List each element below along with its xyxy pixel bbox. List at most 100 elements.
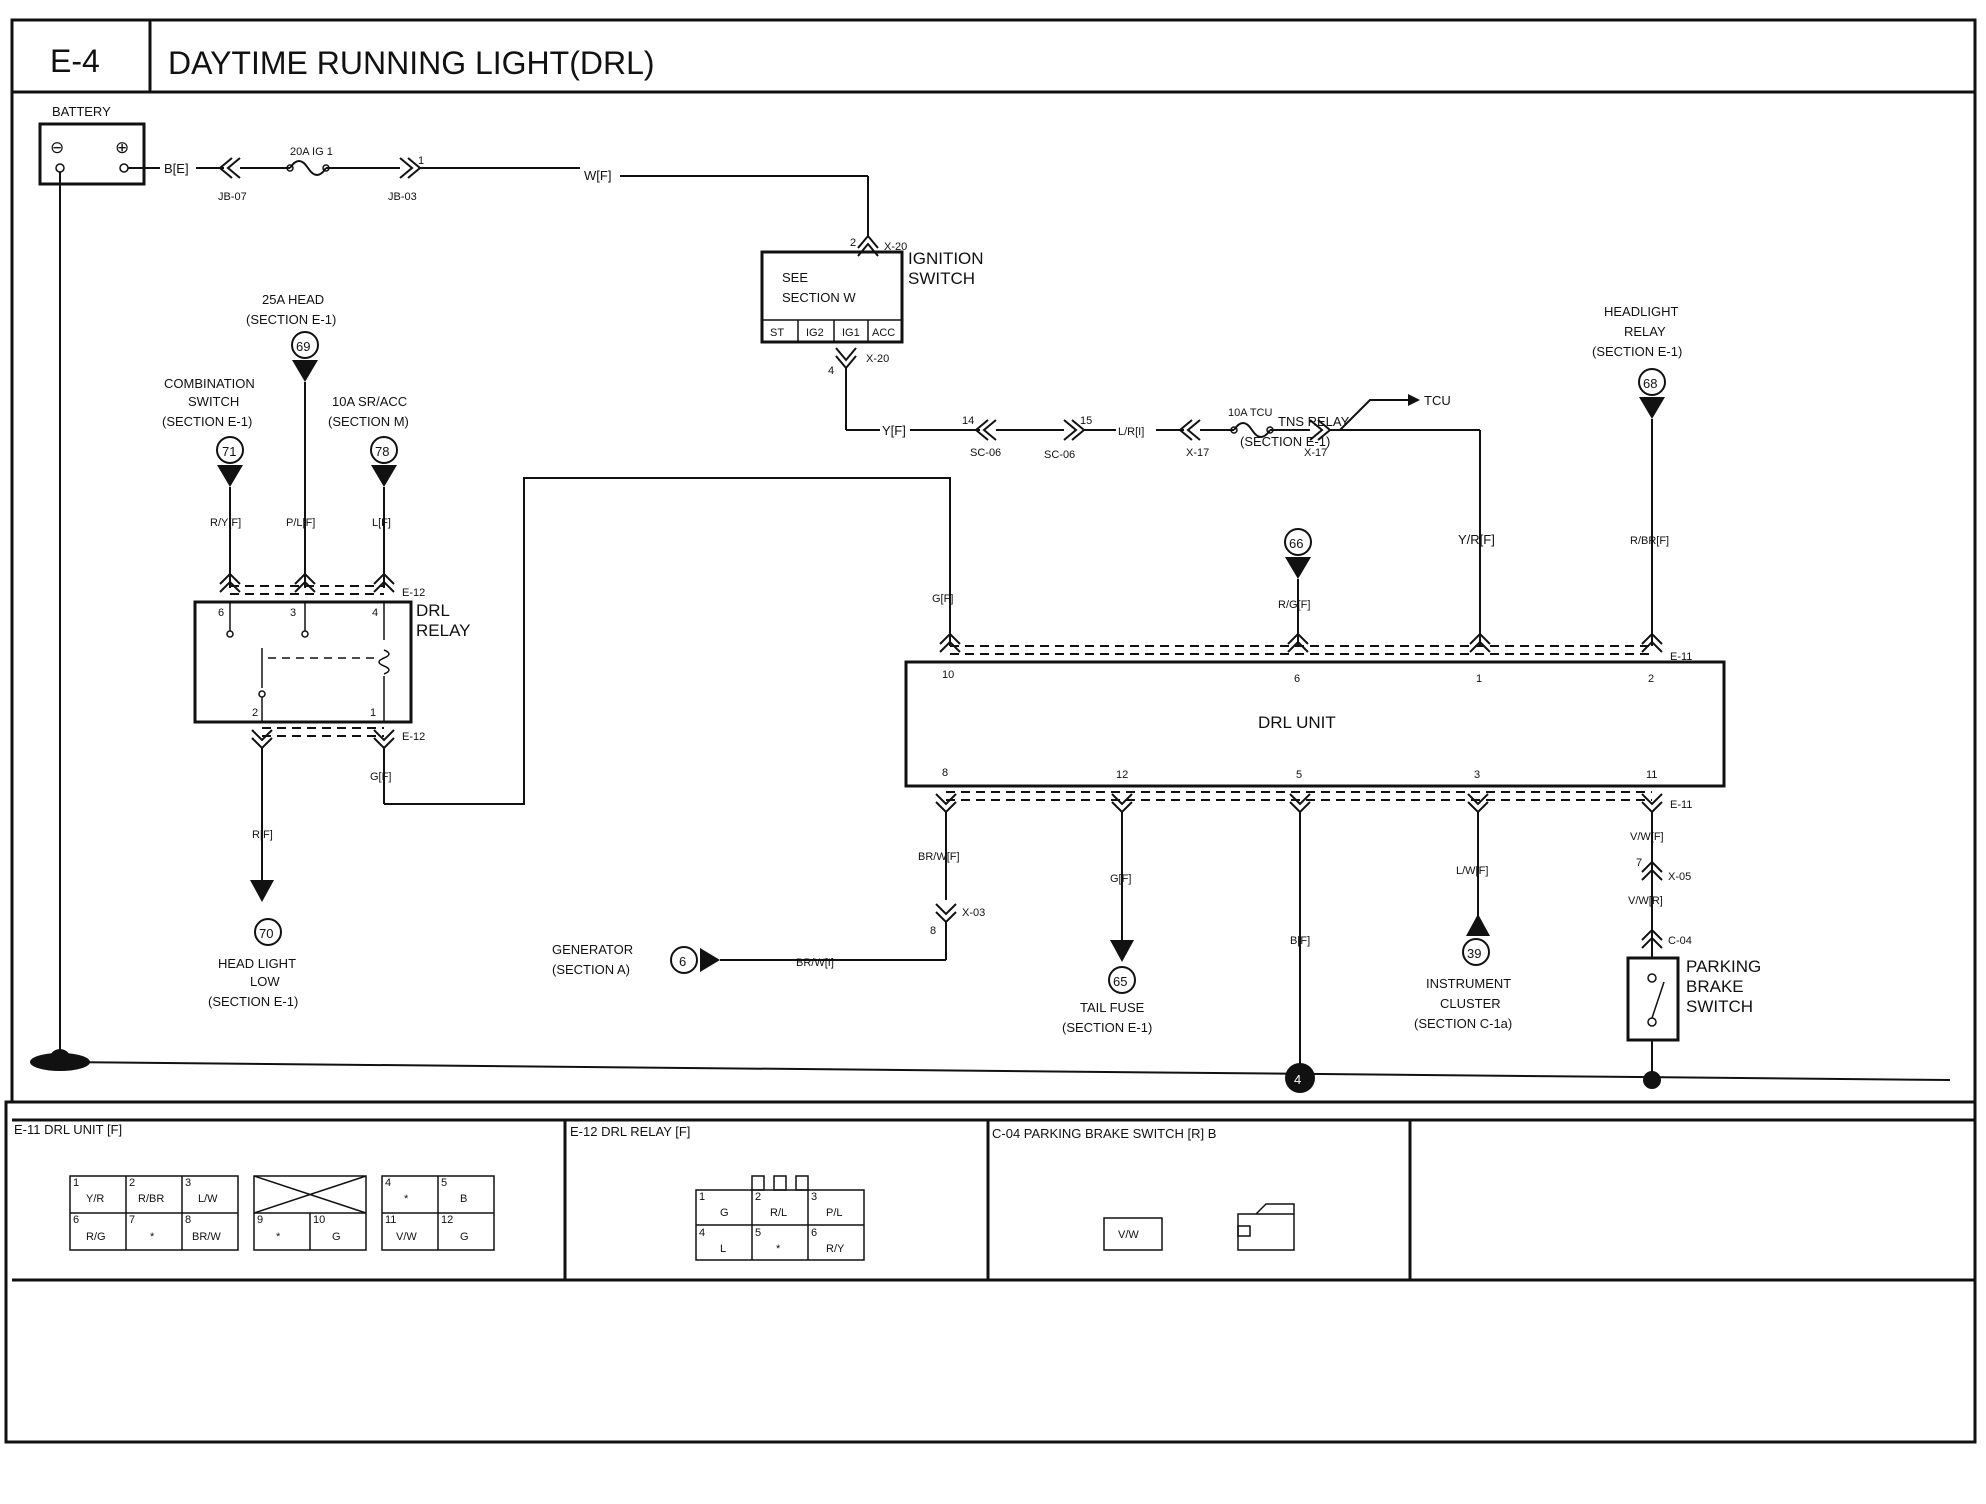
ref-66-line2: (SECTION E-1) — [1240, 434, 1330, 449]
svg-text:R/Y: R/Y — [826, 1243, 845, 1255]
ref-badge-6 — [670, 946, 698, 974]
c04-title: C-04 PARKING BRAKE SWITCH [R] B — [992, 1126, 1216, 1141]
e11-bottom-label: E-11 — [1670, 799, 1692, 811]
relay-pin-3: 3 — [290, 607, 296, 619]
wire-bf: B[F] — [1290, 935, 1310, 947]
x17-right: X-17 — [1304, 447, 1327, 459]
svg-text:8: 8 — [185, 1214, 191, 1226]
wire-gf-tail: G[F] — [1110, 873, 1131, 885]
x03-label: X-03 — [962, 907, 985, 919]
svg-text:R/G: R/G — [86, 1231, 106, 1243]
battery-label: BATTERY — [52, 104, 111, 119]
ref-65-line1: TAIL FUSE — [1080, 1000, 1145, 1015]
diagram-code: E-4 — [50, 43, 100, 79]
svg-text:P/L: P/L — [826, 1207, 843, 1219]
ref-6-num: 6 — [679, 954, 686, 969]
c04-label: C-04 — [1668, 935, 1692, 947]
ref-70-line3: (SECTION E-1) — [208, 994, 298, 1009]
svg-text:G: G — [720, 1207, 729, 1219]
pin-15: 15 — [1080, 415, 1092, 427]
fuse-icon — [286, 160, 330, 176]
e12-connector: 1 G 2 R/L 3 P/L 4 L 5 * 6 R/Y — [695, 1175, 865, 1261]
svg-text:L: L — [720, 1243, 726, 1255]
x17-left: X-17 — [1186, 447, 1209, 459]
jb03-label: JB-03 — [388, 191, 417, 203]
wire-rf: R[F] — [252, 829, 273, 841]
unit-pin-3: 3 — [1474, 769, 1480, 781]
ref-39-line1: INSTRUMENT — [1426, 976, 1511, 991]
ref-68-line3: (SECTION E-1) — [1592, 344, 1682, 359]
ref-39-num: 39 — [1467, 946, 1481, 961]
ign-box-line2: SECTION W — [782, 290, 856, 305]
x03-pin: 8 — [930, 925, 936, 937]
ref-badge-66 — [1284, 528, 1312, 556]
svg-text:2: 2 — [129, 1177, 135, 1189]
svg-text:*: * — [404, 1193, 409, 1205]
ref-69-line1: 25A HEAD — [262, 292, 324, 307]
ign-pin-ig2: IG2 — [806, 327, 824, 339]
ref-70-line1: HEAD LIGHT — [218, 956, 296, 971]
svg-text:V/W: V/W — [396, 1231, 417, 1243]
svg-text:1: 1 — [699, 1191, 705, 1203]
ref-badge-39 — [1462, 938, 1490, 966]
wire-rbrf: R/BR[F] — [1630, 535, 1669, 547]
svg-text:4: 4 — [699, 1227, 705, 1239]
svg-text:1: 1 — [73, 1177, 79, 1189]
ground-point-4 — [1285, 1063, 1315, 1093]
wire-gf-unit: G[F] — [932, 593, 953, 605]
ref-69-line2: (SECTION E-1) — [246, 312, 336, 327]
drl-relay-box — [193, 600, 413, 724]
wire-ryf: R/Y[F] — [210, 517, 241, 529]
svg-text:10: 10 — [313, 1214, 325, 1226]
ign-pin-top: 2 — [850, 237, 856, 249]
ref-71-line1: COMBINATION — [164, 376, 255, 391]
diagram-frame — [10, 90, 1977, 1104]
svg-text:R/L: R/L — [770, 1207, 787, 1219]
unit-pin-1: 1 — [1476, 673, 1482, 685]
svg-text:B: B — [460, 1193, 467, 1205]
ref-66-num: 66 — [1289, 536, 1303, 551]
e12-top-label: E-12 — [402, 587, 425, 599]
svg-text:*: * — [776, 1243, 781, 1255]
ref-69-num: 69 — [296, 339, 310, 354]
svg-text:*: * — [276, 1231, 281, 1243]
unit-pin-5: 5 — [1296, 769, 1302, 781]
ground-4-num: 4 — [1294, 1072, 1301, 1087]
ref-70-num: 70 — [259, 926, 273, 941]
unit-pin-2: 2 — [1648, 673, 1654, 685]
ref-70-line2: LOW — [250, 974, 280, 989]
drl-unit-label: DRL UNIT — [1258, 713, 1336, 732]
ign-box-line1: SEE — [782, 270, 808, 285]
wire-gf-relay: G[F] — [370, 771, 391, 783]
wire-lf: L[F] — [372, 517, 391, 529]
ref-71-line2: SWITCH — [188, 394, 239, 409]
svg-text:BR/W: BR/W — [192, 1231, 221, 1243]
wire-battery: B[E] — [164, 161, 189, 176]
ground-bus — [59, 1061, 1951, 1081]
wire-plf: P/L[F] — [286, 517, 315, 529]
x05-pin: 7 — [1636, 857, 1642, 869]
pin-1-label: 1 — [418, 155, 424, 167]
wire-vwr: V/W[R] — [1628, 895, 1663, 907]
ref-badge-71 — [216, 436, 244, 464]
ref-68-line1: HEADLIGHT — [1604, 304, 1678, 319]
relay-coil-icon — [378, 649, 390, 675]
c04-connector: V/W — [1103, 1203, 1295, 1251]
ref-71-line3: (SECTION E-1) — [162, 414, 252, 429]
ref-68-num: 68 — [1643, 376, 1657, 391]
wire-vwf: V/W[F] — [1630, 831, 1664, 843]
svg-text:*: * — [150, 1231, 155, 1243]
wire-yf: Y[F] — [882, 423, 906, 438]
wire-wf: W[F] — [584, 168, 611, 183]
ref-badge-70 — [254, 918, 282, 946]
svg-text:L/W: L/W — [198, 1193, 218, 1205]
svg-text:G: G — [332, 1231, 341, 1243]
wire-brwf: BR/W[F] — [918, 851, 960, 863]
ref-badge-68 — [1638, 368, 1666, 396]
relay-pin-2: 2 — [252, 707, 258, 719]
drl-relay-label2: RELAY — [416, 621, 471, 640]
jb07-label: JB-07 — [218, 191, 247, 203]
svg-text:5: 5 — [755, 1227, 761, 1239]
wire-lri: L/R[I] — [1118, 426, 1144, 438]
svg-text:6: 6 — [73, 1214, 79, 1226]
